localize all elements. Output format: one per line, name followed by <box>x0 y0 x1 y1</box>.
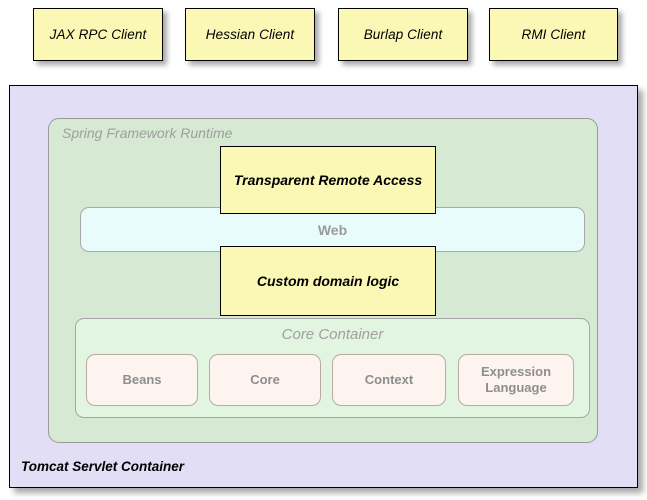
feature-box-transparent-remote-access[interactable]: Transparent Remote Access <box>220 146 436 214</box>
client-box-hessian[interactable]: Hessian Client <box>185 8 315 61</box>
feature-box-custom-domain-logic[interactable]: Custom domain logic <box>220 246 436 316</box>
core-module-label: Context <box>364 371 414 387</box>
core-module-label: Beans <box>122 371 162 387</box>
core-container-label: Core Container <box>281 326 384 343</box>
core-module-context[interactable]: Context <box>332 354 446 406</box>
client-box-label: Hessian Client <box>205 27 295 42</box>
core-module-label: Expression Language <box>480 363 552 395</box>
client-box-label: JAX RPC Client <box>49 27 147 42</box>
client-box-label: Burlap Client <box>363 27 443 42</box>
client-box-jax-rpc[interactable]: JAX RPC Client <box>33 8 163 61</box>
core-module-core[interactable]: Core <box>209 354 321 406</box>
client-box-burlap[interactable]: Burlap Client <box>338 8 468 61</box>
tomcat-servlet-container-label: Tomcat Servlet Container <box>21 459 185 474</box>
feature-box-label: Transparent Remote Access <box>233 172 423 188</box>
spring-framework-runtime-label: Spring Framework Runtime <box>62 125 233 141</box>
feature-box-label: Custom domain logic <box>256 273 400 289</box>
core-module-beans[interactable]: Beans <box>86 354 198 406</box>
core-module-expression-language[interactable]: Expression Language <box>458 354 574 406</box>
web-layer-label: Web <box>317 221 348 238</box>
core-module-label: Core <box>250 371 280 387</box>
client-box-rmi[interactable]: RMI Client <box>489 8 618 61</box>
client-box-label: RMI Client <box>521 27 586 42</box>
